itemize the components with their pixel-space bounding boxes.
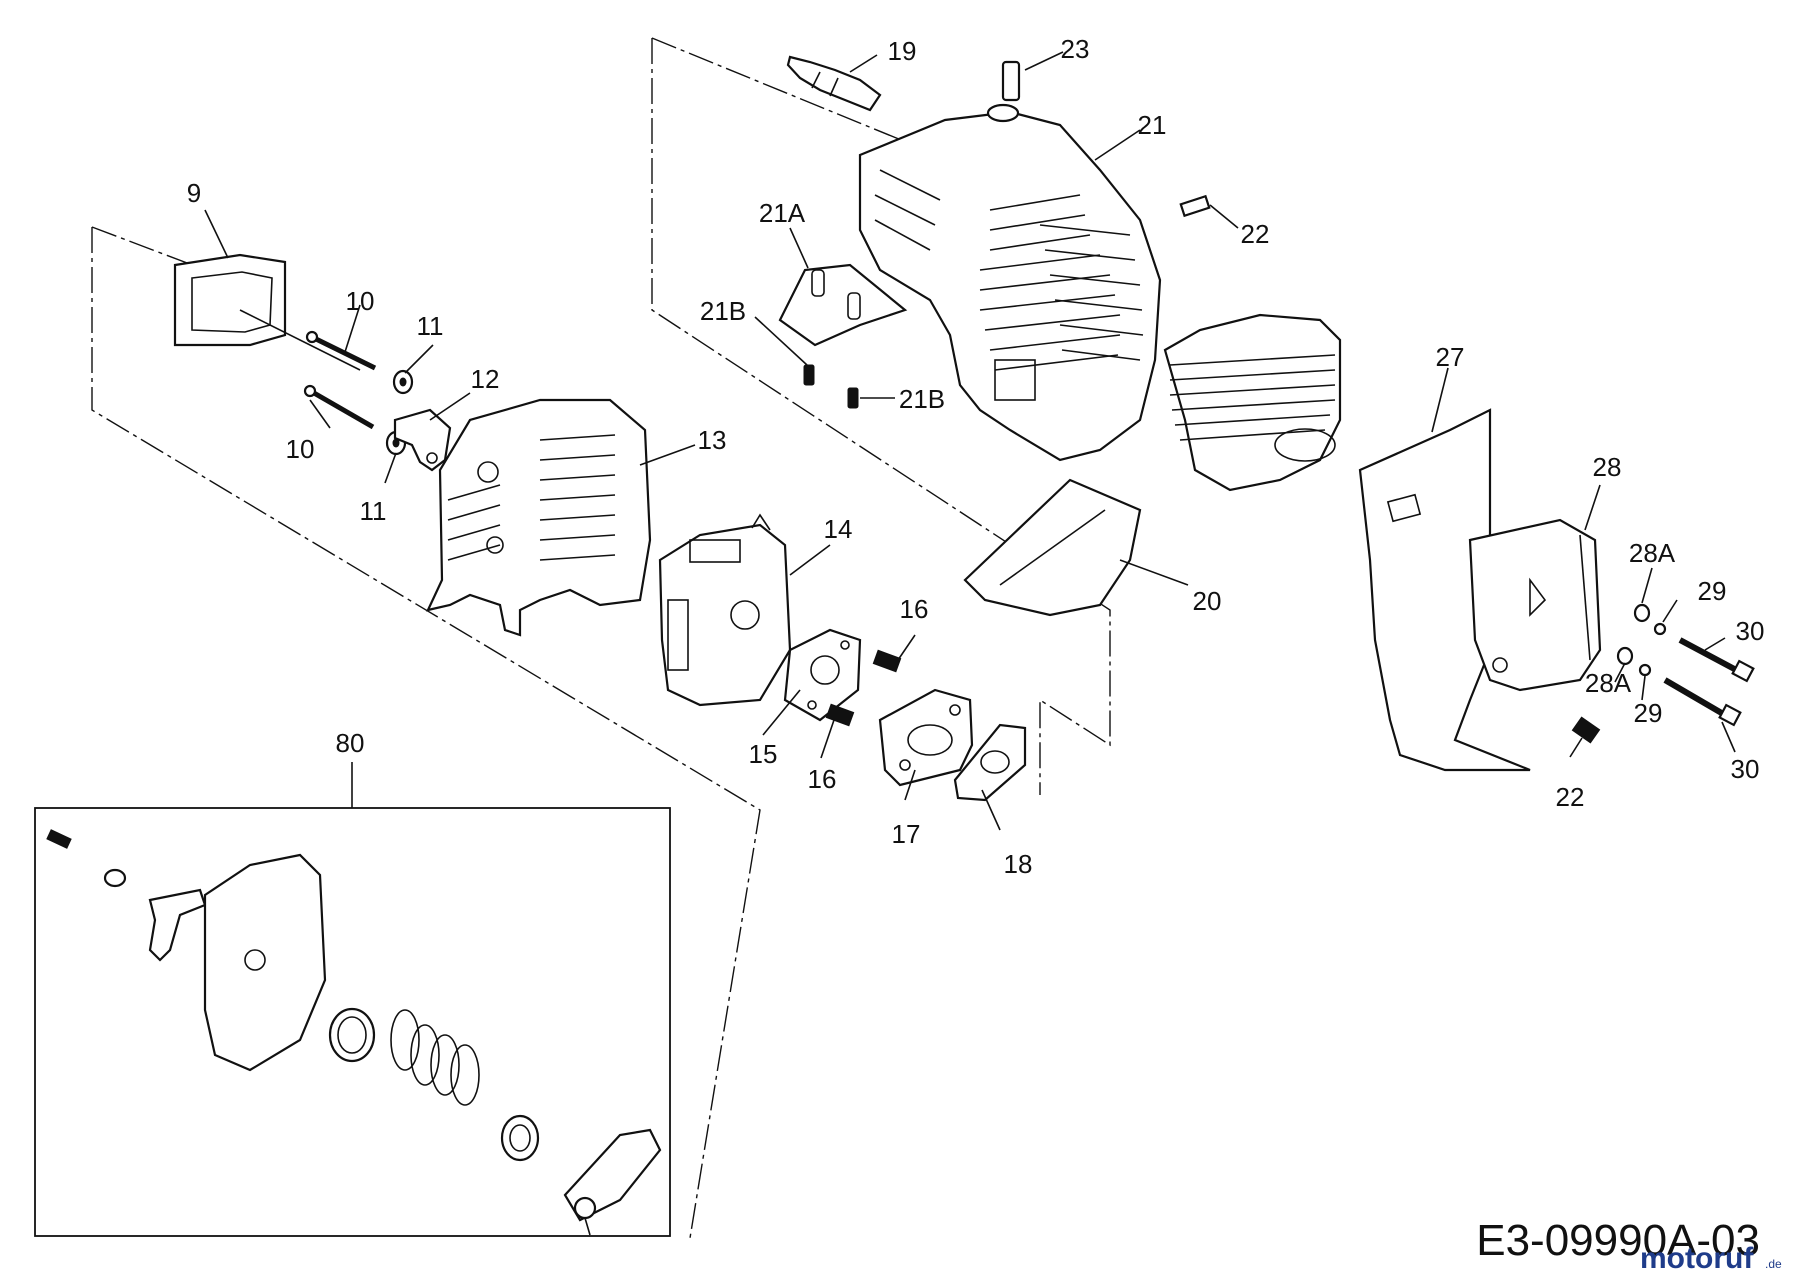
bolt-10-upper xyxy=(305,330,377,371)
part-22-screws xyxy=(1179,194,1601,744)
label-29-lower: 29 xyxy=(1634,698,1663,728)
label-20: 20 xyxy=(1193,586,1222,616)
part-21-engine-shroud xyxy=(858,103,1162,462)
label-16-upper: 16 xyxy=(900,594,929,624)
part-21B-screws xyxy=(803,364,859,409)
part-19-spark-plug xyxy=(786,55,882,112)
part-12-bracket xyxy=(393,408,452,472)
label-22-upper: 22 xyxy=(1241,219,1270,249)
part-17-insulator xyxy=(878,688,974,787)
label-11-upper: 11 xyxy=(417,311,444,341)
part-80-assembly-box xyxy=(34,807,671,1237)
part-20-deflector xyxy=(963,478,1142,617)
drawing-code: E3-09990A-03 xyxy=(1476,1216,1760,1265)
label-13: 13 xyxy=(698,425,727,455)
label-27: 27 xyxy=(1436,342,1465,372)
label-19: 19 xyxy=(888,36,917,66)
part-30-bolts xyxy=(1663,637,1755,727)
part-23-screw xyxy=(1001,60,1021,102)
part-28-muffler xyxy=(1468,518,1602,692)
label-14: 14 xyxy=(824,514,853,544)
bolt-10-lower xyxy=(303,384,375,430)
part-27-heat-shield xyxy=(1358,408,1531,772)
label-10-upper: 10 xyxy=(346,286,375,316)
label-10-lower: 10 xyxy=(286,434,315,464)
part-labels: 9 10 11 12 10 11 13 14 16 15 16 17 18 19… xyxy=(187,34,1765,879)
part-16-screws xyxy=(825,649,902,727)
label-18: 18 xyxy=(1004,849,1033,879)
label-12: 12 xyxy=(471,364,500,394)
watermark-suffix: .de xyxy=(1765,1257,1782,1271)
label-22-lower: 22 xyxy=(1556,782,1585,812)
label-15: 15 xyxy=(749,739,778,769)
label-80: 80 xyxy=(336,728,365,758)
label-28A-lower: 28A xyxy=(1585,668,1632,698)
part-14-carburetor xyxy=(658,513,792,707)
label-17: 17 xyxy=(892,819,921,849)
part-15-gasket xyxy=(783,628,862,722)
label-21: 21 xyxy=(1138,110,1167,140)
label-29-upper: 29 xyxy=(1698,576,1727,606)
part-18-gasket xyxy=(953,723,1027,802)
label-11-lower: 11 xyxy=(360,496,387,526)
label-9: 9 xyxy=(187,178,201,208)
label-21B-left: 21B xyxy=(700,296,746,326)
part-10-bolts xyxy=(303,330,377,430)
part-9-air-filter xyxy=(173,253,361,371)
label-23: 23 xyxy=(1061,34,1090,64)
part-21A-plate xyxy=(778,263,908,347)
cylinder xyxy=(1163,313,1342,492)
label-30-lower: 30 xyxy=(1731,754,1760,784)
watermark-logo: motoruf .de xyxy=(1640,1242,1782,1272)
label-30-upper: 30 xyxy=(1736,616,1765,646)
label-16-lower: 16 xyxy=(808,764,837,794)
label-21A: 21A xyxy=(759,198,806,228)
part-28A-29-washers xyxy=(1616,603,1667,677)
watermark-text: motoruf xyxy=(1640,1242,1754,1272)
leader-lines xyxy=(204,51,1736,831)
label-21B-right: 21B xyxy=(899,384,945,414)
label-28: 28 xyxy=(1593,452,1622,482)
part-13-air-cleaner-cover xyxy=(426,398,652,637)
label-28A-upper: 28A xyxy=(1629,538,1676,568)
